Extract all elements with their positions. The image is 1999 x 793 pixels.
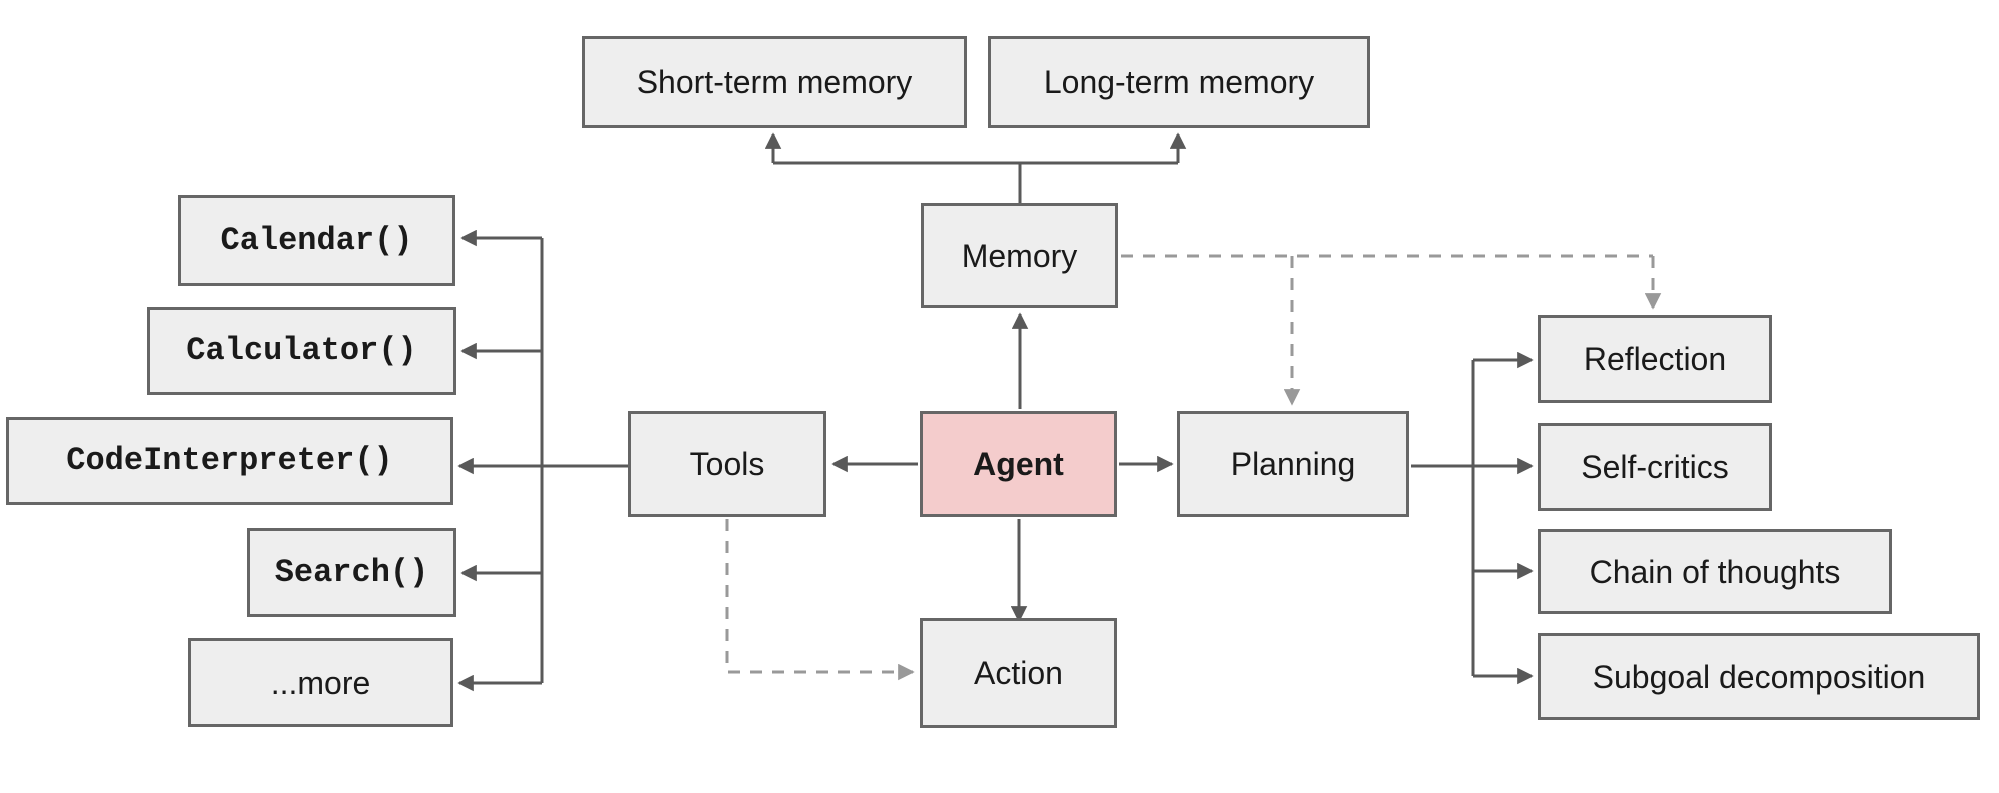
planning-item-label: Subgoal decomposition [1592, 658, 1926, 695]
planning-item-label: Reflection [1583, 341, 1727, 377]
tool-item-label: Calculator() [186, 332, 417, 369]
node-long-term-memory: Long-term memory [988, 36, 1370, 128]
tool-item-search: Search() [247, 528, 456, 617]
tool-item-label: Search() [274, 553, 429, 591]
node-action: Action [920, 618, 1117, 728]
tool-item-calendar: Calendar() [178, 195, 455, 286]
tool-item-more: ...more [188, 638, 453, 727]
node-label: Long-term memory [1043, 64, 1315, 100]
node-tools: Tools [628, 411, 826, 517]
dashed-arrow-tools-to-action [725, 519, 915, 681]
node-short-term-memory: Short-term memory [582, 36, 967, 128]
node-label: Action [974, 655, 1063, 691]
node-label: Agent [973, 446, 1064, 482]
node-planning: Planning [1177, 411, 1409, 517]
node-memory: Memory [921, 203, 1118, 308]
node-label: Tools [689, 446, 765, 482]
tool-item-label: CodeInterpreter() [66, 442, 393, 479]
tool-item-codeinterpreter: CodeInterpreter() [6, 417, 453, 505]
tool-item-label: Calendar() [220, 221, 413, 259]
node-label: Short-term memory [636, 64, 913, 100]
planning-item-reflection: Reflection [1538, 315, 1772, 403]
planning-item-label: Self-critics [1581, 449, 1729, 485]
line-memory-junction [773, 161, 1178, 203]
planning-item-chain-of-thoughts: Chain of thoughts [1538, 529, 1892, 614]
node-label: Planning [1230, 446, 1356, 482]
planning-item-label: Chain of thoughts [1589, 553, 1841, 590]
node-label: Memory [961, 237, 1078, 274]
node-agent: Agent [920, 411, 1117, 517]
tool-item-label: ...more [270, 664, 371, 701]
planning-item-subgoal-decomposition: Subgoal decomposition [1538, 633, 1980, 720]
planning-item-self-critics: Self-critics [1538, 423, 1772, 511]
tool-item-calculator: Calculator() [147, 307, 456, 395]
